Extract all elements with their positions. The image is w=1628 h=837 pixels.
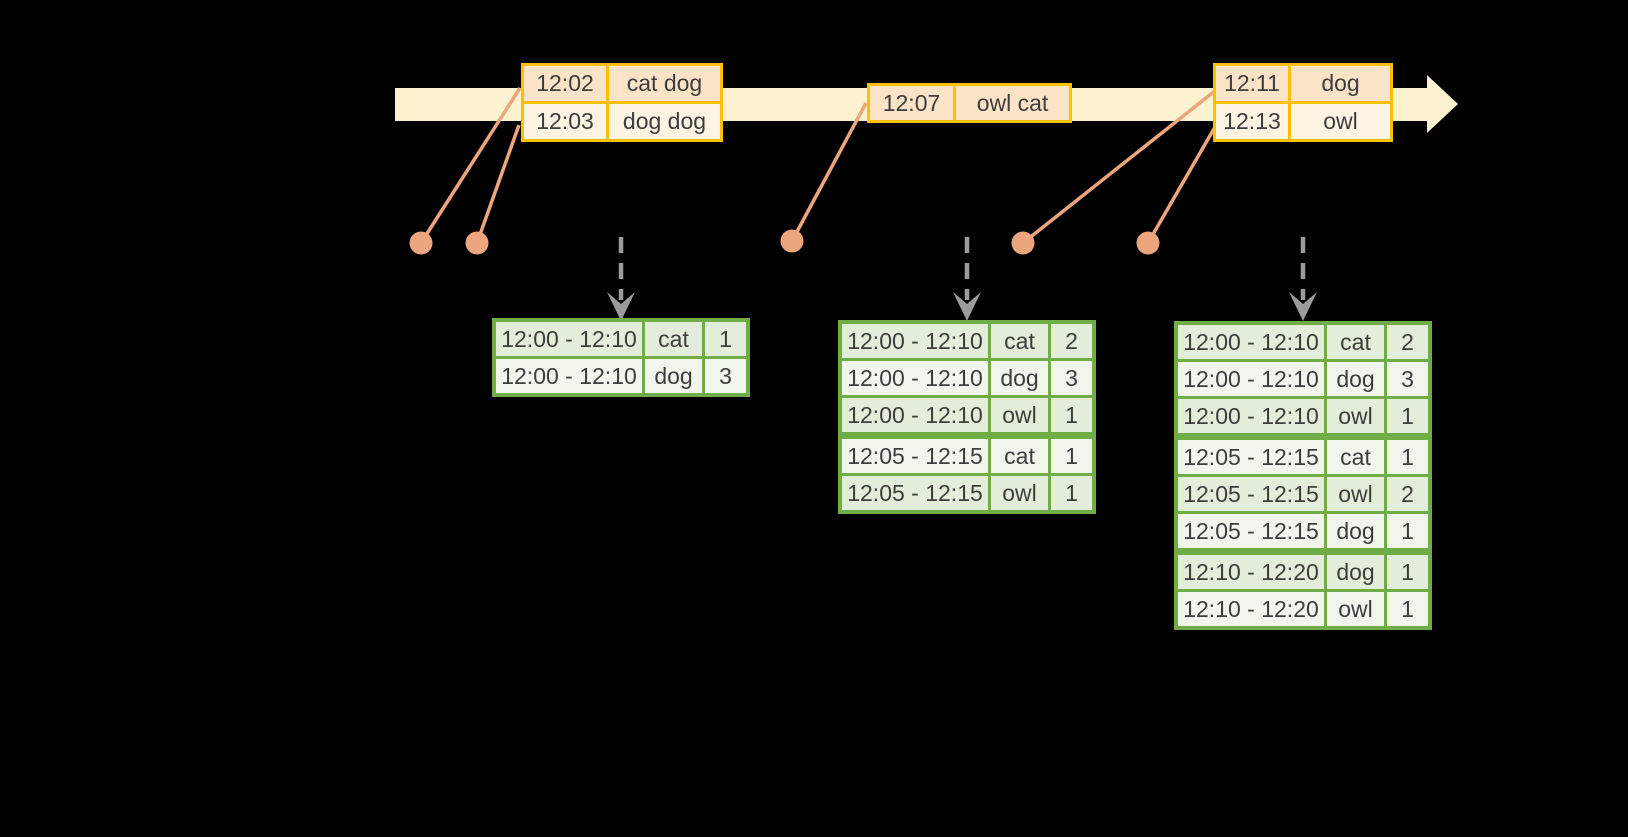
word-cell: owl: [1327, 592, 1384, 626]
window-cell: 12:05 - 12:15: [1178, 440, 1324, 474]
window-cell: 12:05 - 12:15: [1178, 477, 1324, 511]
event-table-3: 12:11 dog 12:13 owl: [1213, 63, 1393, 142]
event-words-cell: dog: [1291, 66, 1390, 101]
count-cell: 1: [1387, 399, 1428, 433]
word-cell: cat: [991, 324, 1048, 358]
event-words-cell: owl cat: [956, 86, 1069, 120]
event-time-cell: 12:11: [1216, 66, 1288, 101]
event-table-2: 12:07 owl cat: [867, 83, 1072, 123]
result-row: 12:10 - 12:20 owl 1: [1178, 592, 1428, 626]
count-cell: 2: [1387, 325, 1428, 359]
count-cell: 1: [1387, 440, 1428, 474]
result-row: 12:05 - 12:15 owl 1: [842, 476, 1092, 510]
word-cell: dog: [991, 361, 1048, 395]
word-cell: owl: [991, 398, 1048, 432]
event-connectors: [419, 87, 1218, 245]
result-row: 12:10 - 12:20 dog 1: [1178, 555, 1428, 589]
result-table-2: 12:00 - 12:10 cat 2 12:00 - 12:10 dog 3 …: [838, 320, 1096, 514]
event-dot: [780, 229, 804, 253]
window-cell: 12:05 - 12:15: [842, 476, 988, 510]
word-cell: cat: [991, 439, 1048, 473]
event-dot: [409, 231, 433, 255]
event-words-cell: dog dog: [609, 104, 720, 139]
count-cell: 1: [1387, 592, 1428, 626]
arrow-down-icon: [953, 292, 981, 321]
window-cell: 12:00 - 12:10: [842, 398, 988, 432]
result-row: 12:00 - 12:10 owl 1: [1178, 399, 1428, 433]
event-dots: [409, 229, 1160, 255]
event-words-cell: cat dog: [609, 66, 720, 101]
event-row: 12:03 dog dog: [524, 104, 720, 139]
window-emit-arrows: [618, 237, 1306, 300]
count-cell: 3: [705, 359, 746, 393]
result-row: 12:00 - 12:10 dog 3: [842, 361, 1092, 395]
window-cell: 12:10 - 12:20: [1178, 555, 1324, 589]
word-cell: dog: [1327, 514, 1384, 548]
event-connector-line: [1146, 126, 1217, 244]
result-row: 12:05 - 12:15 owl 2: [1178, 477, 1428, 511]
event-dot: [1136, 231, 1160, 255]
result-row: 12:00 - 12:10 owl 1: [842, 398, 1092, 432]
event-time-cell: 12:02: [524, 66, 606, 101]
window-cell: 12:00 - 12:10: [1178, 399, 1324, 433]
count-cell: 1: [1051, 398, 1092, 432]
count-cell: 1: [1387, 514, 1428, 548]
event-dot: [465, 231, 489, 255]
arrow-down-icon: [607, 292, 635, 321]
count-cell: 1: [705, 322, 746, 356]
word-cell: dog: [1327, 362, 1384, 396]
window-cell: 12:00 - 12:10: [1178, 362, 1324, 396]
event-connector-line: [419, 87, 522, 244]
result-row: 12:00 - 12:10 dog 3: [496, 359, 746, 393]
result-row: 12:00 - 12:10 dog 3: [1178, 362, 1428, 396]
emit-arrowheads: [607, 292, 1317, 321]
count-cell: 1: [1387, 555, 1428, 589]
event-row: 12:07 owl cat: [870, 86, 1069, 120]
result-row: 12:00 - 12:10 cat 2: [1178, 325, 1428, 359]
event-time-cell: 12:13: [1216, 104, 1288, 139]
event-connector-line: [1021, 88, 1218, 245]
event-time-cell: 12:07: [870, 86, 953, 120]
result-row: 12:05 - 12:15 dog 1: [1178, 514, 1428, 548]
event-table-1: 12:02 cat dog 12:03 dog dog: [521, 63, 723, 142]
result-row: 12:00 - 12:10 cat 1: [496, 322, 746, 356]
count-cell: 3: [1051, 361, 1092, 395]
event-row: 12:02 cat dog: [524, 66, 720, 101]
result-table-1: 12:00 - 12:10 cat 1 12:00 - 12:10 dog 3: [492, 318, 750, 397]
count-cell: 1: [1051, 439, 1092, 473]
word-cell: dog: [645, 359, 702, 393]
word-cell: owl: [1327, 477, 1384, 511]
result-row: 12:00 - 12:10 cat 2: [842, 324, 1092, 358]
event-time-cell: 12:03: [524, 104, 606, 139]
word-cell: cat: [1327, 325, 1384, 359]
count-cell: 3: [1387, 362, 1428, 396]
event-connector-line: [475, 124, 521, 244]
window-cell: 12:00 - 12:10: [842, 361, 988, 395]
word-cell: owl: [1327, 399, 1384, 433]
window-cell: 12:00 - 12:10: [1178, 325, 1324, 359]
window-cell: 12:05 - 12:15: [1178, 514, 1324, 548]
event-words-cell: owl: [1291, 104, 1390, 139]
count-cell: 1: [1051, 476, 1092, 510]
window-cell: 12:00 - 12:10: [496, 359, 642, 393]
timeline-arrowhead-icon: [1427, 75, 1458, 133]
result-row: 12:05 - 12:15 cat 1: [1178, 440, 1428, 474]
event-row: 12:13 owl: [1216, 104, 1390, 139]
arrow-down-icon: [1289, 292, 1317, 321]
window-cell: 12:00 - 12:10: [496, 322, 642, 356]
word-cell: cat: [645, 322, 702, 356]
count-cell: 2: [1051, 324, 1092, 358]
word-cell: owl: [991, 476, 1048, 510]
result-row: 12:05 - 12:15 cat 1: [842, 439, 1092, 473]
event-connector-line: [790, 102, 868, 242]
count-cell: 2: [1387, 477, 1428, 511]
event-dot: [1011, 231, 1035, 255]
window-cell: 12:00 - 12:10: [842, 324, 988, 358]
window-cell: 12:10 - 12:20: [1178, 592, 1324, 626]
event-row: 12:11 dog: [1216, 66, 1390, 101]
result-table-3: 12:00 - 12:10 cat 2 12:00 - 12:10 dog 3 …: [1174, 321, 1432, 630]
word-cell: cat: [1327, 440, 1384, 474]
word-cell: dog: [1327, 555, 1384, 589]
window-cell: 12:05 - 12:15: [842, 439, 988, 473]
